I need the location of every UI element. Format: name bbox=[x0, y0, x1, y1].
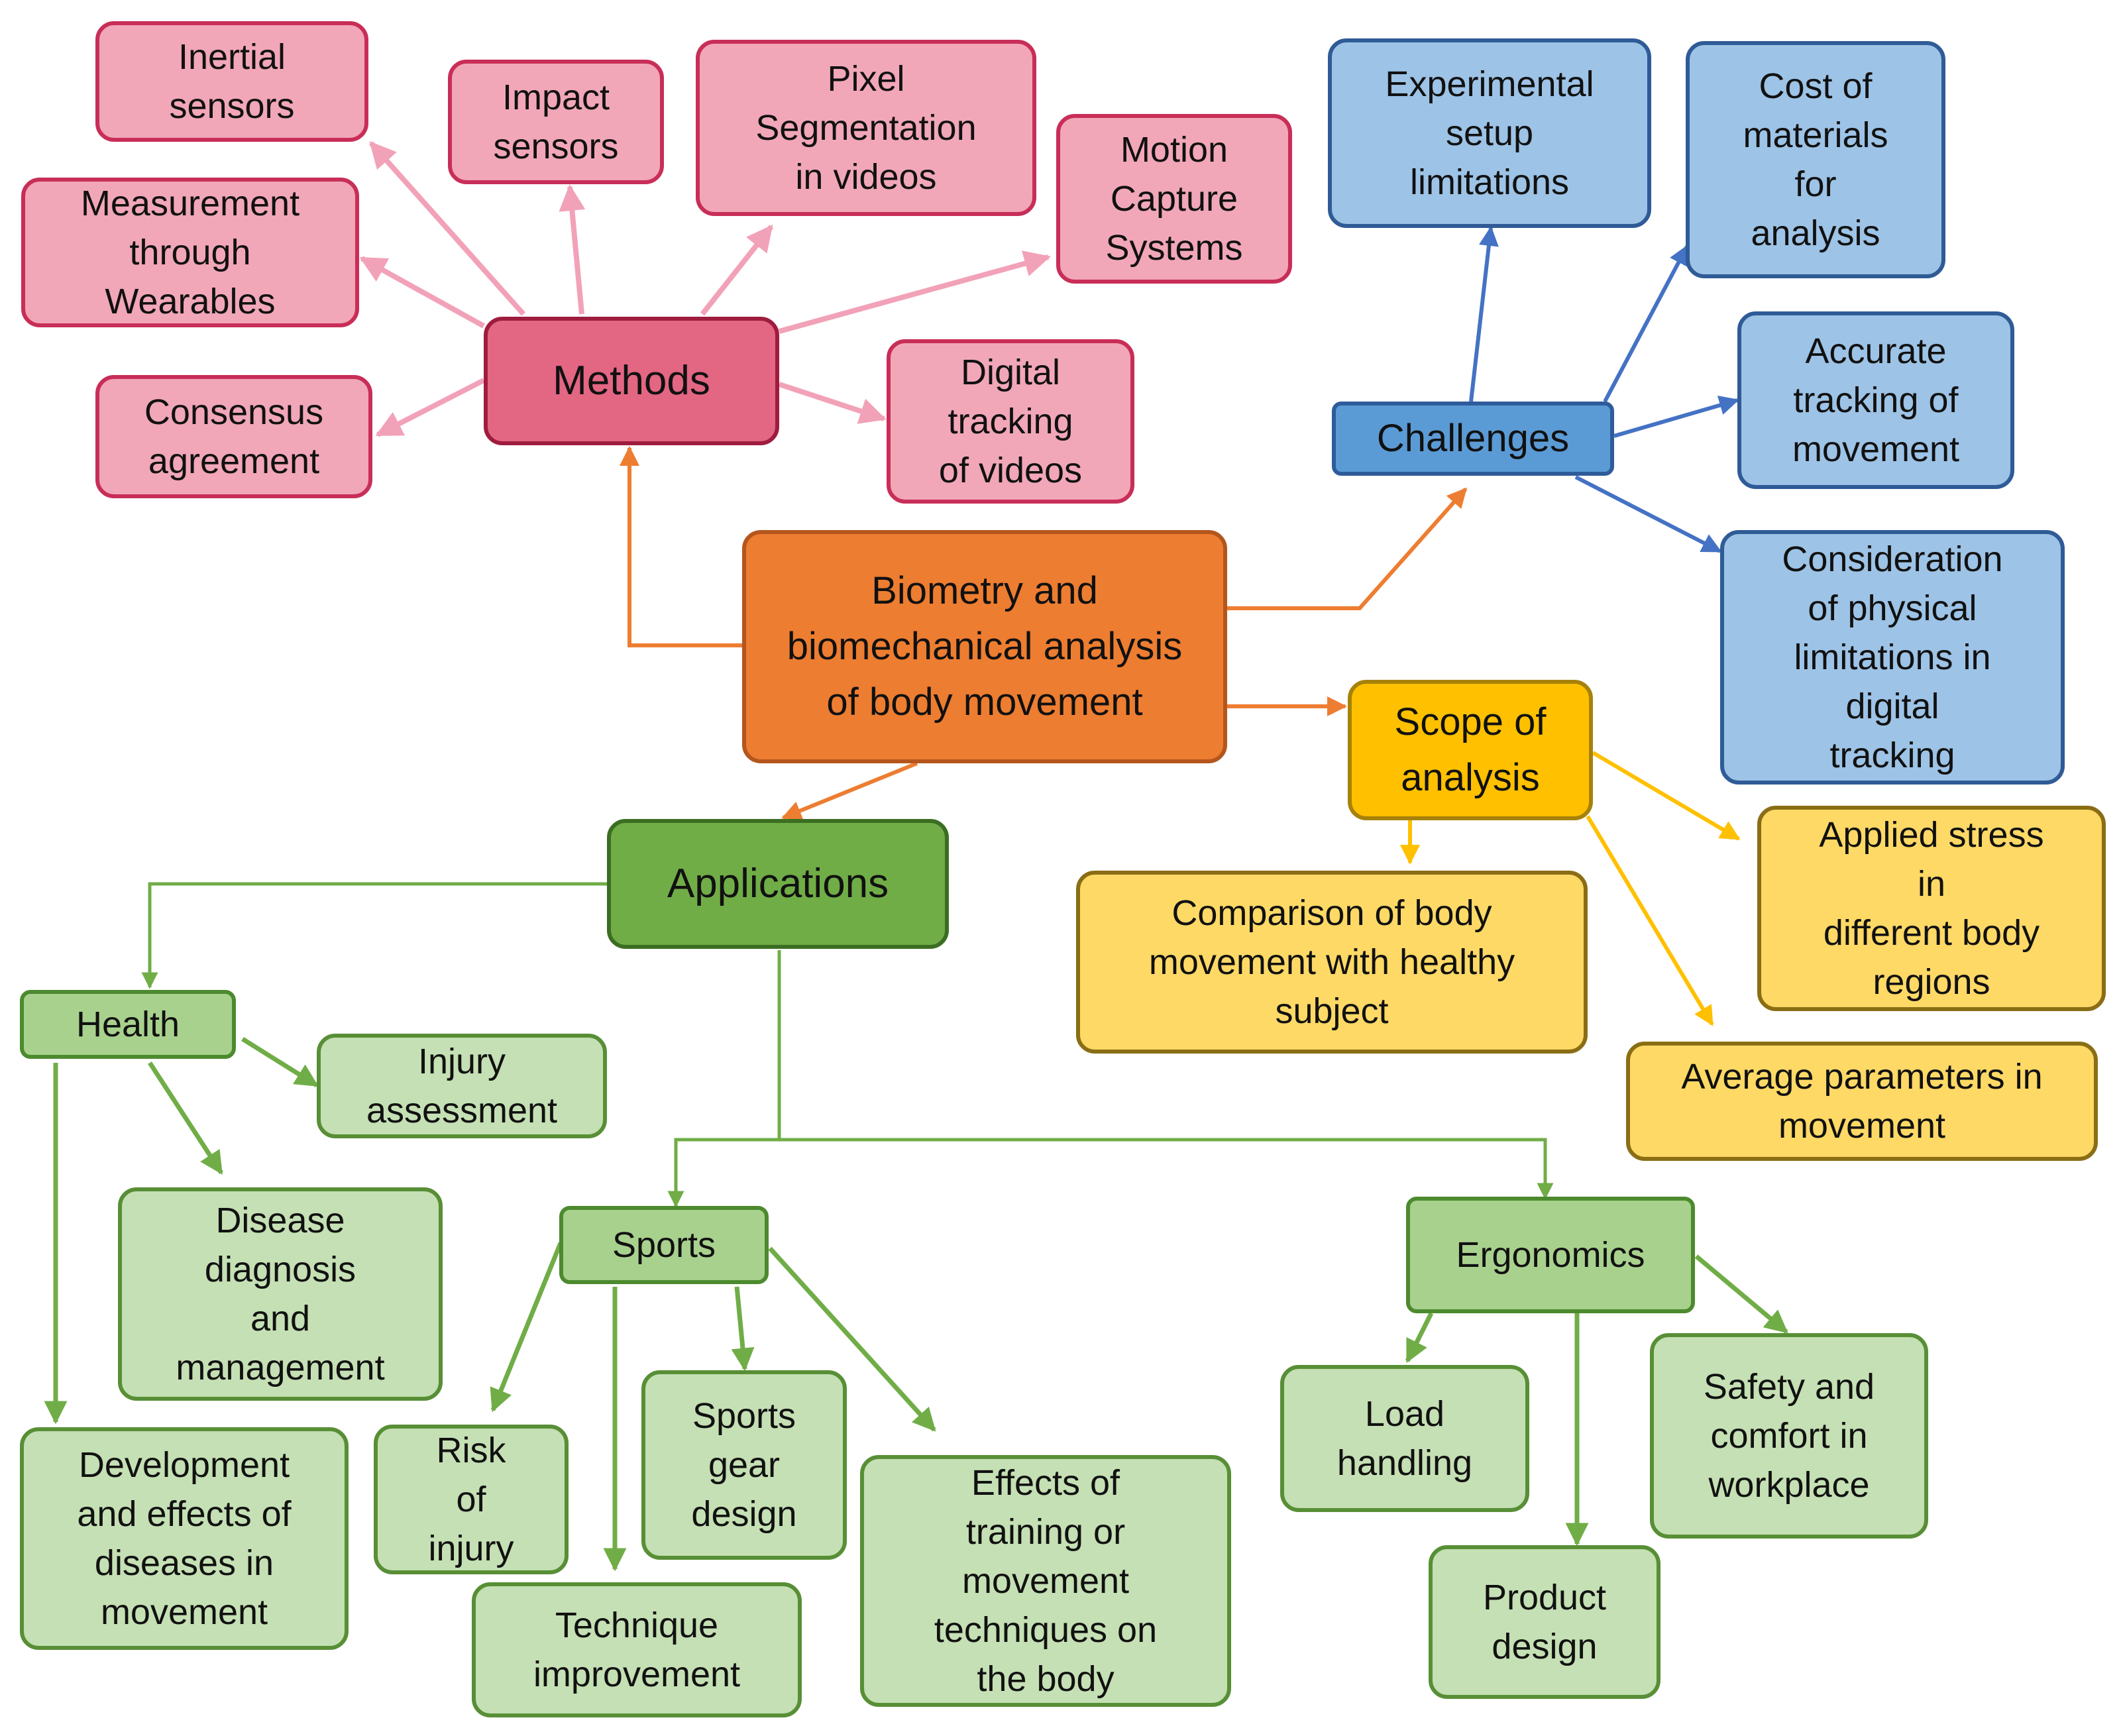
arrow-methods-inertial bbox=[369, 141, 525, 316]
safety-comfort-node: Safety and comfort in workplace bbox=[1650, 1333, 1928, 1539]
injury-assessment-node: Injury assessment bbox=[317, 1034, 607, 1138]
arrow-applications-health bbox=[141, 882, 607, 989]
cost-of-materials-node: Cost of materials for analysis bbox=[1686, 41, 1945, 278]
applications-node: Applications bbox=[607, 819, 949, 949]
arrow-challenges-experimental bbox=[1469, 226, 1499, 402]
arrow-methods-wearables bbox=[359, 256, 485, 329]
arrow-center-applications bbox=[781, 761, 918, 820]
average-parameters-node: Average parameters in movement bbox=[1626, 1042, 2098, 1161]
challenges-node: Challenges bbox=[1332, 402, 1614, 476]
product-design-node: Product design bbox=[1429, 1545, 1660, 1699]
central-topic-node: Biometry and biomechanical analysis of b… bbox=[742, 530, 1227, 763]
arrow-challenges-accurate bbox=[1613, 396, 1739, 438]
experimental-setup-node: Experimental setup limitations bbox=[1328, 38, 1651, 228]
arrow-methods-pixel bbox=[700, 224, 774, 316]
arrow-sports-risk bbox=[490, 1242, 563, 1413]
arrow-methods-motion bbox=[778, 250, 1051, 334]
digital-tracking-node: Digital tracking of videos bbox=[887, 339, 1134, 504]
arrow-applications-sports-ergonomics bbox=[667, 950, 781, 1208]
arrow-center-challenges bbox=[1227, 487, 1468, 610]
pixel-segmentation-node: Pixel Segmentation in videos bbox=[696, 40, 1036, 216]
arrow-center-methods bbox=[620, 446, 742, 647]
wearables-node: Measurement through Wearables bbox=[21, 178, 359, 327]
arrow-ergonomics-load bbox=[1405, 1312, 1434, 1364]
methods-node: Methods bbox=[484, 317, 779, 445]
impact-sensors-node: Impact sensors bbox=[448, 60, 664, 184]
sports-node: Sports bbox=[559, 1206, 769, 1284]
arrow-methods-digital bbox=[778, 382, 887, 424]
consensus-node: Consensus agreement bbox=[95, 375, 372, 498]
scope-of-analysis-node: Scope of analysis bbox=[1348, 680, 1593, 820]
technique-improvement-node: Technique improvement bbox=[472, 1582, 802, 1717]
arrow-sports-gear bbox=[731, 1286, 755, 1372]
applied-stress-node: Applied stress in different body regions bbox=[1757, 806, 2106, 1011]
comparison-healthy-node: Comparison of body movement with healthy… bbox=[1076, 871, 1588, 1054]
inertial-sensors-node: Inertial sensors bbox=[95, 21, 368, 142]
arrow-applications-ergonomics bbox=[779, 1138, 1554, 1200]
accurate-tracking-node: Accurate tracking of movement bbox=[1737, 311, 2014, 489]
arrow-methods-consensus bbox=[375, 378, 485, 437]
development-diseases-node: Development and effects of diseases in m… bbox=[20, 1427, 349, 1650]
consideration-limitations-node: Consideration of physical limitations in… bbox=[1720, 530, 2065, 785]
arrow-health-injury bbox=[241, 1037, 319, 1087]
arrow-scope-average bbox=[1586, 815, 1714, 1026]
ergonomics-node: Ergonomics bbox=[1406, 1197, 1695, 1313]
arrow-scope-stress bbox=[1592, 751, 1741, 841]
motion-capture-node: Motion Capture Systems bbox=[1056, 114, 1292, 284]
arrow-methods-impact bbox=[559, 184, 586, 315]
load-handling-node: Load handling bbox=[1280, 1365, 1529, 1512]
sports-gear-node: Sports gear design bbox=[641, 1370, 847, 1560]
arrow-challenges-cost bbox=[1603, 244, 1689, 403]
arrow-challenges-consideration bbox=[1574, 475, 1722, 553]
disease-diagnosis-node: Disease diagnosis and management bbox=[118, 1187, 443, 1401]
arrow-sports-effects bbox=[768, 1246, 936, 1432]
training-effects-node: Effects of training or movement techniqu… bbox=[860, 1455, 1231, 1707]
health-node: Health bbox=[20, 990, 236, 1059]
risk-of-injury-node: Risk of injury bbox=[374, 1425, 569, 1574]
arrow-health-disease bbox=[148, 1061, 223, 1175]
arrow-ergonomics-safety bbox=[1694, 1254, 1788, 1334]
